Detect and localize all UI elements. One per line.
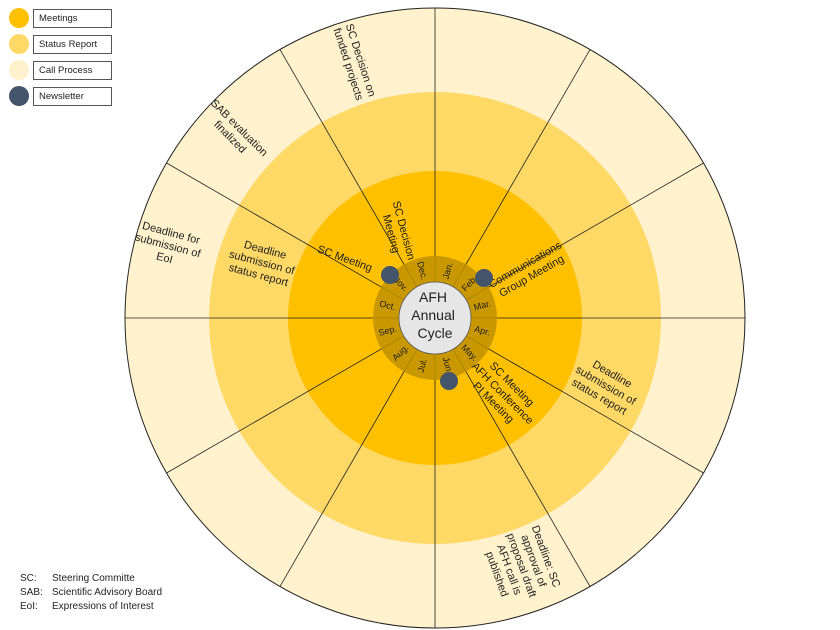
month-label: Dec.: [415, 260, 429, 280]
newsletter-dot-feb: [475, 269, 493, 287]
center-circle: [398, 281, 472, 355]
month-label: Sep.: [377, 323, 397, 337]
month-divider-line: [279, 49, 418, 288]
abbreviation-sab: SAB:Scientific Advisory Board: [20, 587, 163, 598]
abbreviation-sc: SC:Steering Committe: [20, 573, 135, 584]
month-divider-line: [465, 162, 704, 301]
month-divider-line: [279, 348, 418, 587]
month-label: Apr.: [473, 324, 491, 338]
month-label: Mar.: [473, 298, 493, 312]
newsletter-swatch: [9, 86, 29, 106]
month-divider-line: [166, 335, 405, 474]
month-divider-line: [166, 162, 405, 301]
legend-label: Newsletter: [33, 86, 112, 106]
call-process-swatch: [9, 60, 29, 80]
legend-label: Meetings: [33, 8, 112, 28]
abbreviation-eoi: EoI:Expressions of Interest: [20, 601, 154, 612]
month-divider-line: [465, 335, 704, 474]
legend-label: Call Process: [33, 60, 112, 80]
month-divider-line: [452, 49, 591, 288]
month-divider-line: [452, 348, 591, 587]
center-title: AFH Annual Cycle: [411, 289, 458, 341]
legend-meetings: Meetings: [9, 8, 112, 28]
month-label: Jul.: [416, 357, 429, 373]
month-label: Oct.: [378, 298, 397, 312]
legend-label: Status Report: [33, 34, 112, 54]
month-label: Jun.: [441, 356, 455, 375]
newsletter-dot-nov: [381, 266, 399, 284]
meetings-swatch: [9, 8, 29, 28]
legend-call-process: Call Process: [9, 60, 112, 80]
legend-newsletter: Newsletter: [9, 86, 112, 106]
month-label: Jan.: [441, 261, 455, 280]
legend-status-report: Status Report: [9, 34, 112, 54]
status-report-swatch: [9, 34, 29, 54]
newsletter-dot-jun: [440, 372, 458, 390]
